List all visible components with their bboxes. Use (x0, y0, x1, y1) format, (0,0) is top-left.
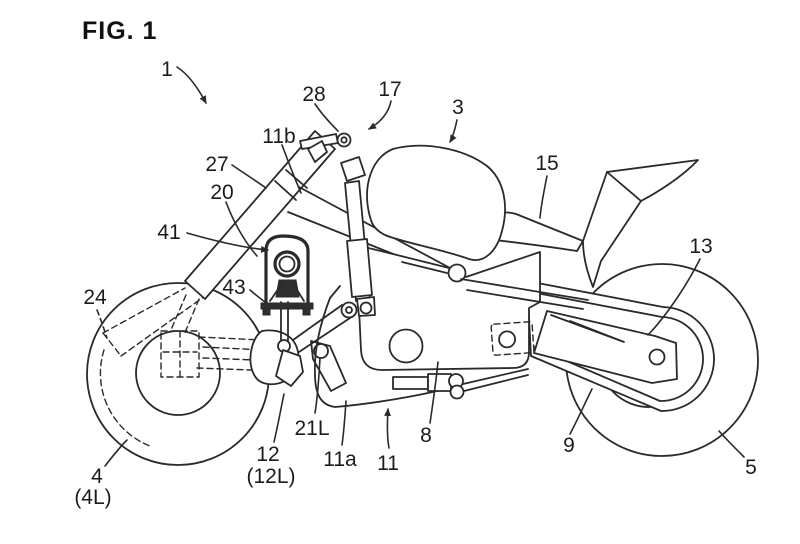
belly-line (314, 297, 454, 408)
leader-11b (281, 144, 302, 194)
swingarm-brace (550, 314, 625, 343)
grip-end-outer (336, 132, 352, 148)
leader-21L (314, 357, 321, 414)
ref-label-11a: 11a (323, 448, 357, 471)
leader-15 (539, 175, 548, 219)
leader-8 (429, 361, 439, 424)
front-fork (184, 130, 352, 300)
steering-knuckle-paddle (275, 349, 304, 387)
leader-9 (569, 388, 593, 435)
seat (366, 144, 506, 261)
ref-label-4: 4 (91, 465, 103, 488)
leader-lines (96, 66, 745, 467)
body-panel (355, 244, 541, 371)
leader-11 (384, 408, 392, 449)
ref-label-28: 28 (302, 83, 325, 106)
engine-circle (388, 328, 424, 364)
shock-top-block (340, 156, 366, 182)
lower-frame (314, 285, 454, 408)
ref-label-12l: (12L) (246, 465, 295, 488)
ref-label-15: 15 (535, 152, 558, 175)
ref-label-27: 27 (205, 153, 228, 176)
reference-labels: FIG. 1 1 28 17 11b 27 20 41 43 24 4 (4L)… (74, 17, 757, 509)
leader-27 (231, 164, 267, 189)
swingarm (526, 280, 715, 412)
rocker-pivot (340, 301, 358, 319)
shock-sleeve (346, 238, 373, 298)
ref-label-3: 3 (452, 96, 464, 119)
swingarm-pivot (490, 321, 535, 356)
leader-41 (186, 232, 269, 253)
ref-label-43: 43 (222, 276, 245, 299)
leader-24 (96, 309, 108, 339)
leader-43 (249, 289, 266, 303)
swingarm-loop-inner (530, 291, 704, 402)
leader-1 (176, 66, 207, 104)
rocker-arm (292, 304, 343, 341)
leader-11a (341, 400, 347, 446)
handlebar-clamp (307, 140, 328, 163)
actuator-housing (264, 234, 310, 310)
tie-rod-ball-lower (449, 384, 465, 400)
pivot-box-hidden (490, 321, 535, 356)
ref-label-1: 1 (161, 58, 173, 81)
link-pivot (313, 343, 329, 359)
steering-actuator (260, 234, 314, 316)
tie-rod-block (427, 373, 452, 392)
ref-label-11b: 11b (262, 125, 295, 148)
ref-label-5: 5 (745, 456, 757, 479)
leader-4 (104, 439, 128, 467)
rear-axle (648, 348, 666, 366)
engine-cover-panel (355, 244, 541, 371)
actuator-eye-outer (273, 250, 301, 278)
hub-steering-hidden-lines (99, 287, 285, 447)
ref-label-4l: (4L) (74, 486, 111, 509)
clevis-bolt (359, 301, 373, 315)
grip-end-inner (340, 136, 348, 144)
ref-label-20: 20 (210, 181, 233, 204)
bodywork-upper (366, 144, 699, 288)
swingarm-plate (533, 310, 678, 384)
tie-rod-body (392, 376, 429, 390)
ref-label-13: 13 (689, 235, 712, 258)
actuator-eye-inner (278, 255, 296, 273)
tail-crease (606, 171, 642, 202)
ref-label-41: 41 (157, 221, 180, 244)
actuator-base (260, 302, 314, 310)
leader-28 (314, 103, 339, 132)
ref-label-12: 12 (256, 443, 279, 466)
ref-label-21l: 21L (294, 417, 329, 440)
leader-3 (449, 119, 458, 143)
leader-20 (225, 201, 258, 257)
figure-caption: FIG. 1 (82, 17, 157, 45)
front-rim (135, 330, 221, 416)
front-tire (86, 282, 270, 466)
ref-label-9: 9 (563, 434, 575, 457)
tail-cowl (582, 159, 699, 288)
front-wheel (86, 282, 285, 466)
ref-label-24: 24 (83, 286, 107, 309)
pivot-circle (498, 330, 516, 349)
frame-ball-joint (447, 263, 467, 283)
leader-17 (368, 100, 392, 130)
ref-label-17: 17 (378, 78, 401, 101)
leader-13 (647, 258, 701, 336)
leader-12 (273, 393, 285, 443)
ref-label-8: 8 (420, 424, 432, 447)
tie-rod-assembly (392, 368, 529, 400)
leader-5 (718, 430, 745, 458)
front-linkage (249, 301, 351, 392)
ref-label-11: 11 (377, 452, 399, 475)
shock-absorber (340, 156, 376, 319)
rear-frame-stays (460, 278, 589, 310)
